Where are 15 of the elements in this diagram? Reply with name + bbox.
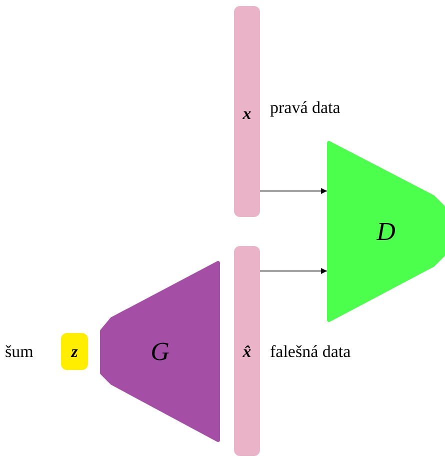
caption-label: šum xyxy=(5,342,34,362)
caption-label: pravá data xyxy=(270,98,340,118)
variable-label: z xyxy=(71,342,78,362)
variable-label: x xyxy=(242,104,252,124)
variable-label: G xyxy=(150,336,170,366)
variable-label: D xyxy=(376,216,396,246)
arrow xyxy=(260,268,328,274)
variable-label: x̂ xyxy=(242,342,252,362)
data-bar xyxy=(234,6,260,217)
arrow xyxy=(260,188,328,194)
caption-label: falešná data xyxy=(270,342,351,362)
discriminator-trapezoid xyxy=(327,141,445,322)
data-bar xyxy=(234,246,260,456)
noise-box xyxy=(61,333,88,370)
generator-trapezoid xyxy=(100,261,220,442)
